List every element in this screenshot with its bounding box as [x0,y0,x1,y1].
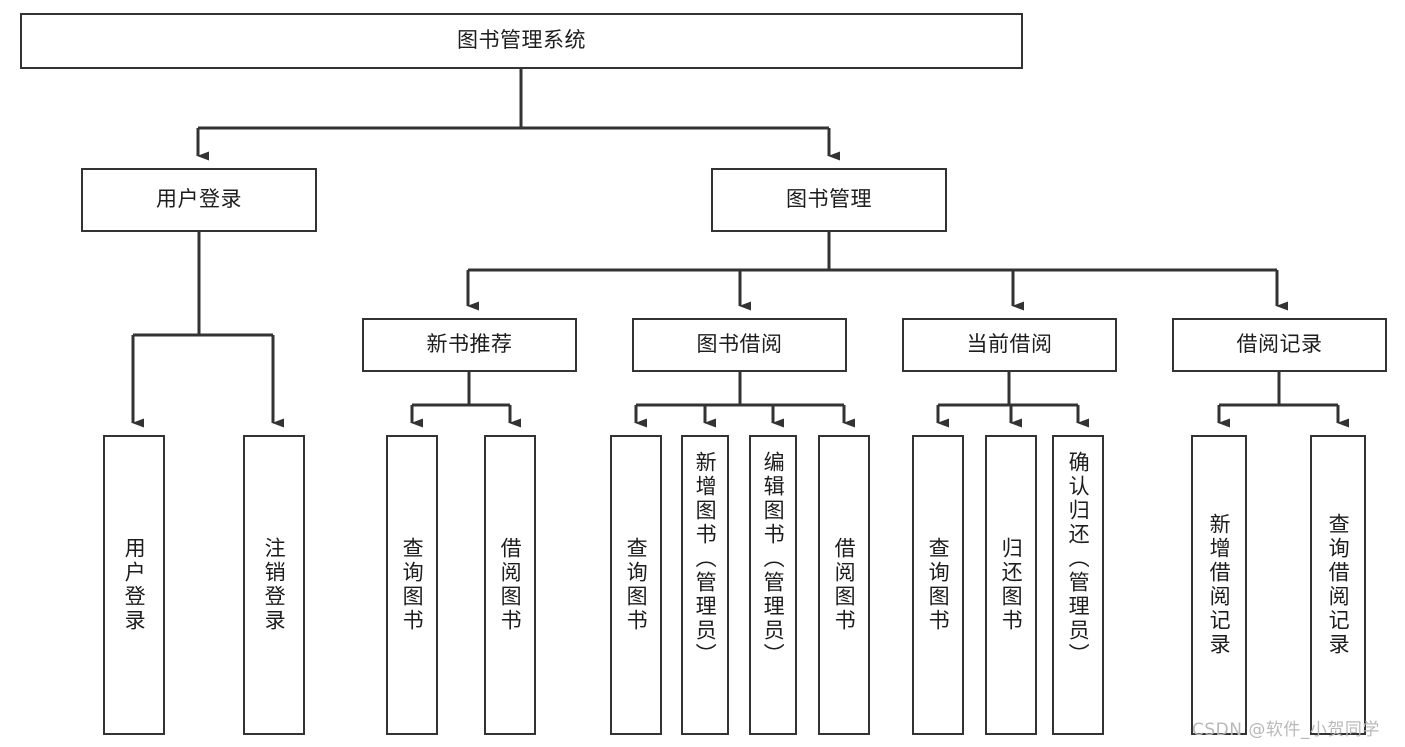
node-book-borrow-label: 图书借阅 [696,332,783,357]
leaf-node[interactable]: 用户登录 [103,435,165,735]
node-new-book-recommend[interactable]: 新书推荐 [362,318,577,372]
leaf-node-label: 查询图书 [624,537,649,633]
csdn-watermark: CSDN @软件_小贺同学 [1192,720,1380,740]
leaf-node-label: 借阅图书 [832,537,857,633]
leaf-node[interactable]: 新增图书（管理员） [681,435,729,735]
node-borrow-record[interactable]: 借阅记录 [1172,318,1387,372]
leaf-node-label: 用户登录 [122,537,147,633]
leaf-node[interactable]: 注销登录 [243,435,305,735]
connector-group [131,69,1349,428]
leaf-node-label: 新增借阅记录 [1207,513,1232,657]
node-current-borrow[interactable]: 当前借阅 [902,318,1117,372]
leaf-node-label: 查询图书 [926,537,951,633]
node-current-borrow-label: 当前借阅 [966,332,1053,357]
leaf-node-label: 查询借阅记录 [1326,513,1351,657]
node-root-label: 图书管理系统 [457,28,586,53]
node-book-borrow[interactable]: 图书借阅 [632,318,847,372]
leaf-node[interactable]: 查询图书 [912,435,964,735]
leaf-node[interactable]: 查询图书 [386,435,438,735]
node-root[interactable]: 图书管理系统 [20,13,1023,69]
node-user-login-label: 用户登录 [156,187,242,212]
leaf-node[interactable]: 借阅图书 [818,435,870,735]
node-book-management[interactable]: 图书管理 [711,168,947,232]
node-borrow-record-label: 借阅记录 [1236,332,1323,357]
leaf-node-label: 查询图书 [400,537,425,633]
leaf-node[interactable]: 查询图书 [610,435,662,735]
leaf-node[interactable]: 编辑图书（管理员） [749,435,797,735]
node-book-management-label: 图书管理 [786,187,872,212]
leaf-node[interactable]: 借阅图书 [484,435,536,735]
leaf-node-label: 编辑图书（管理员） [761,451,786,667]
leaf-node[interactable]: 新增借阅记录 [1191,435,1247,735]
node-user-login[interactable]: 用户登录 [81,168,317,232]
leaf-node[interactable]: 查询借阅记录 [1310,435,1366,735]
leaf-node-label: 借阅图书 [498,537,523,633]
leaf-node-label: 新增图书（管理员） [693,451,718,667]
leaf-node-label: 确认归还（管理员） [1066,451,1091,667]
leaf-node[interactable]: 确认归还（管理员） [1052,435,1104,735]
node-new-book-recommend-label: 新书推荐 [426,332,513,357]
leaf-node[interactable]: 归还图书 [985,435,1037,735]
leaf-node-label: 注销登录 [262,537,287,633]
leaf-node-label: 归还图书 [999,537,1024,633]
